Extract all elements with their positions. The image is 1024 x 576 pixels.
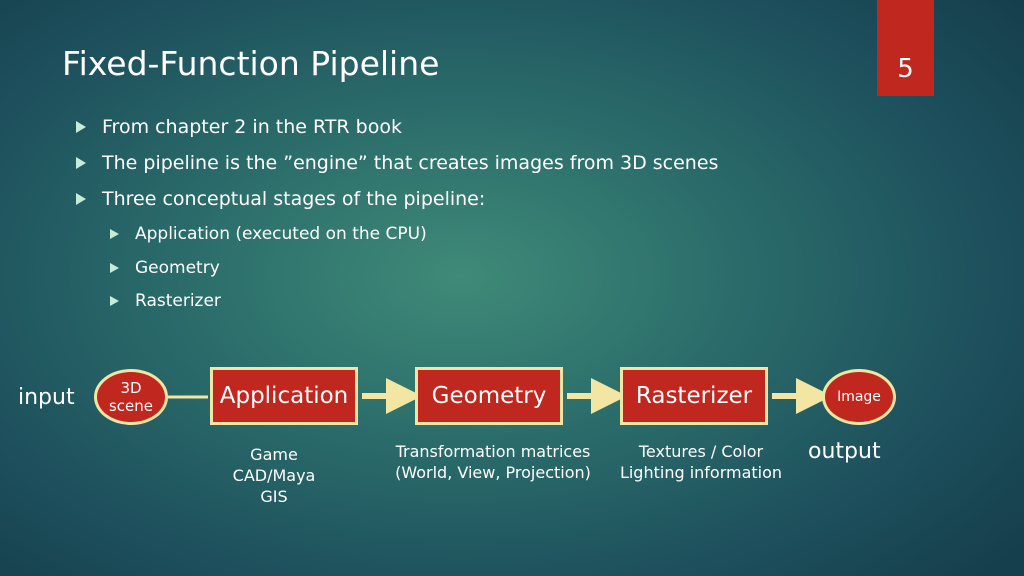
caption-line: GIS <box>260 487 288 506</box>
output-label: output <box>808 439 881 464</box>
caption-line: Game <box>250 445 298 464</box>
bullet-arrow-icon <box>76 121 86 133</box>
caption-line: CAD/Maya <box>232 466 316 485</box>
caption-application: Game CAD/Maya GIS <box>214 444 334 507</box>
input-label: input <box>18 385 75 410</box>
caption-line: Transformation matrices <box>395 442 591 461</box>
bullet-arrow-icon <box>76 193 86 205</box>
caption-line: Lighting information <box>619 463 783 482</box>
stage-geometry: Geometry <box>415 367 563 425</box>
bullet-arrow-icon <box>110 263 119 273</box>
caption-line: (World, View, Projection) <box>395 463 591 482</box>
sub-bullet-text: Application (executed on the CPU) <box>135 224 427 244</box>
output-node-image: Image <box>822 369 896 425</box>
slide-title: Fixed-Function Pipeline <box>62 44 440 83</box>
bullet-text: The pipeline is the ”engine” that create… <box>102 152 719 174</box>
caption-rasterizer: Textures / Color Lighting information <box>612 441 790 483</box>
input-node-line: scene <box>108 397 154 415</box>
bullet-arrow-icon <box>76 157 86 169</box>
stage-rasterizer: Rasterizer <box>620 367 768 425</box>
caption-line: Textures / Color <box>638 442 764 461</box>
bullet-text: From chapter 2 in the RTR book <box>102 116 402 138</box>
stage-application: Application <box>210 367 358 425</box>
bullet-arrow-icon <box>110 229 119 239</box>
sub-bullet-text: Geometry <box>135 258 220 278</box>
slide-number-tab: 5 <box>877 0 934 96</box>
input-node-line: 3D <box>120 379 142 397</box>
bullet-arrow-icon <box>110 296 119 306</box>
input-node-3d-scene: 3D scene <box>94 369 168 425</box>
caption-geometry: Transformation matrices (World, View, Pr… <box>388 441 598 483</box>
sub-bullet-text: Rasterizer <box>135 291 221 311</box>
bullet-text: Three conceptual stages of the pipeline: <box>102 188 486 210</box>
slide-number: 5 <box>897 54 914 84</box>
